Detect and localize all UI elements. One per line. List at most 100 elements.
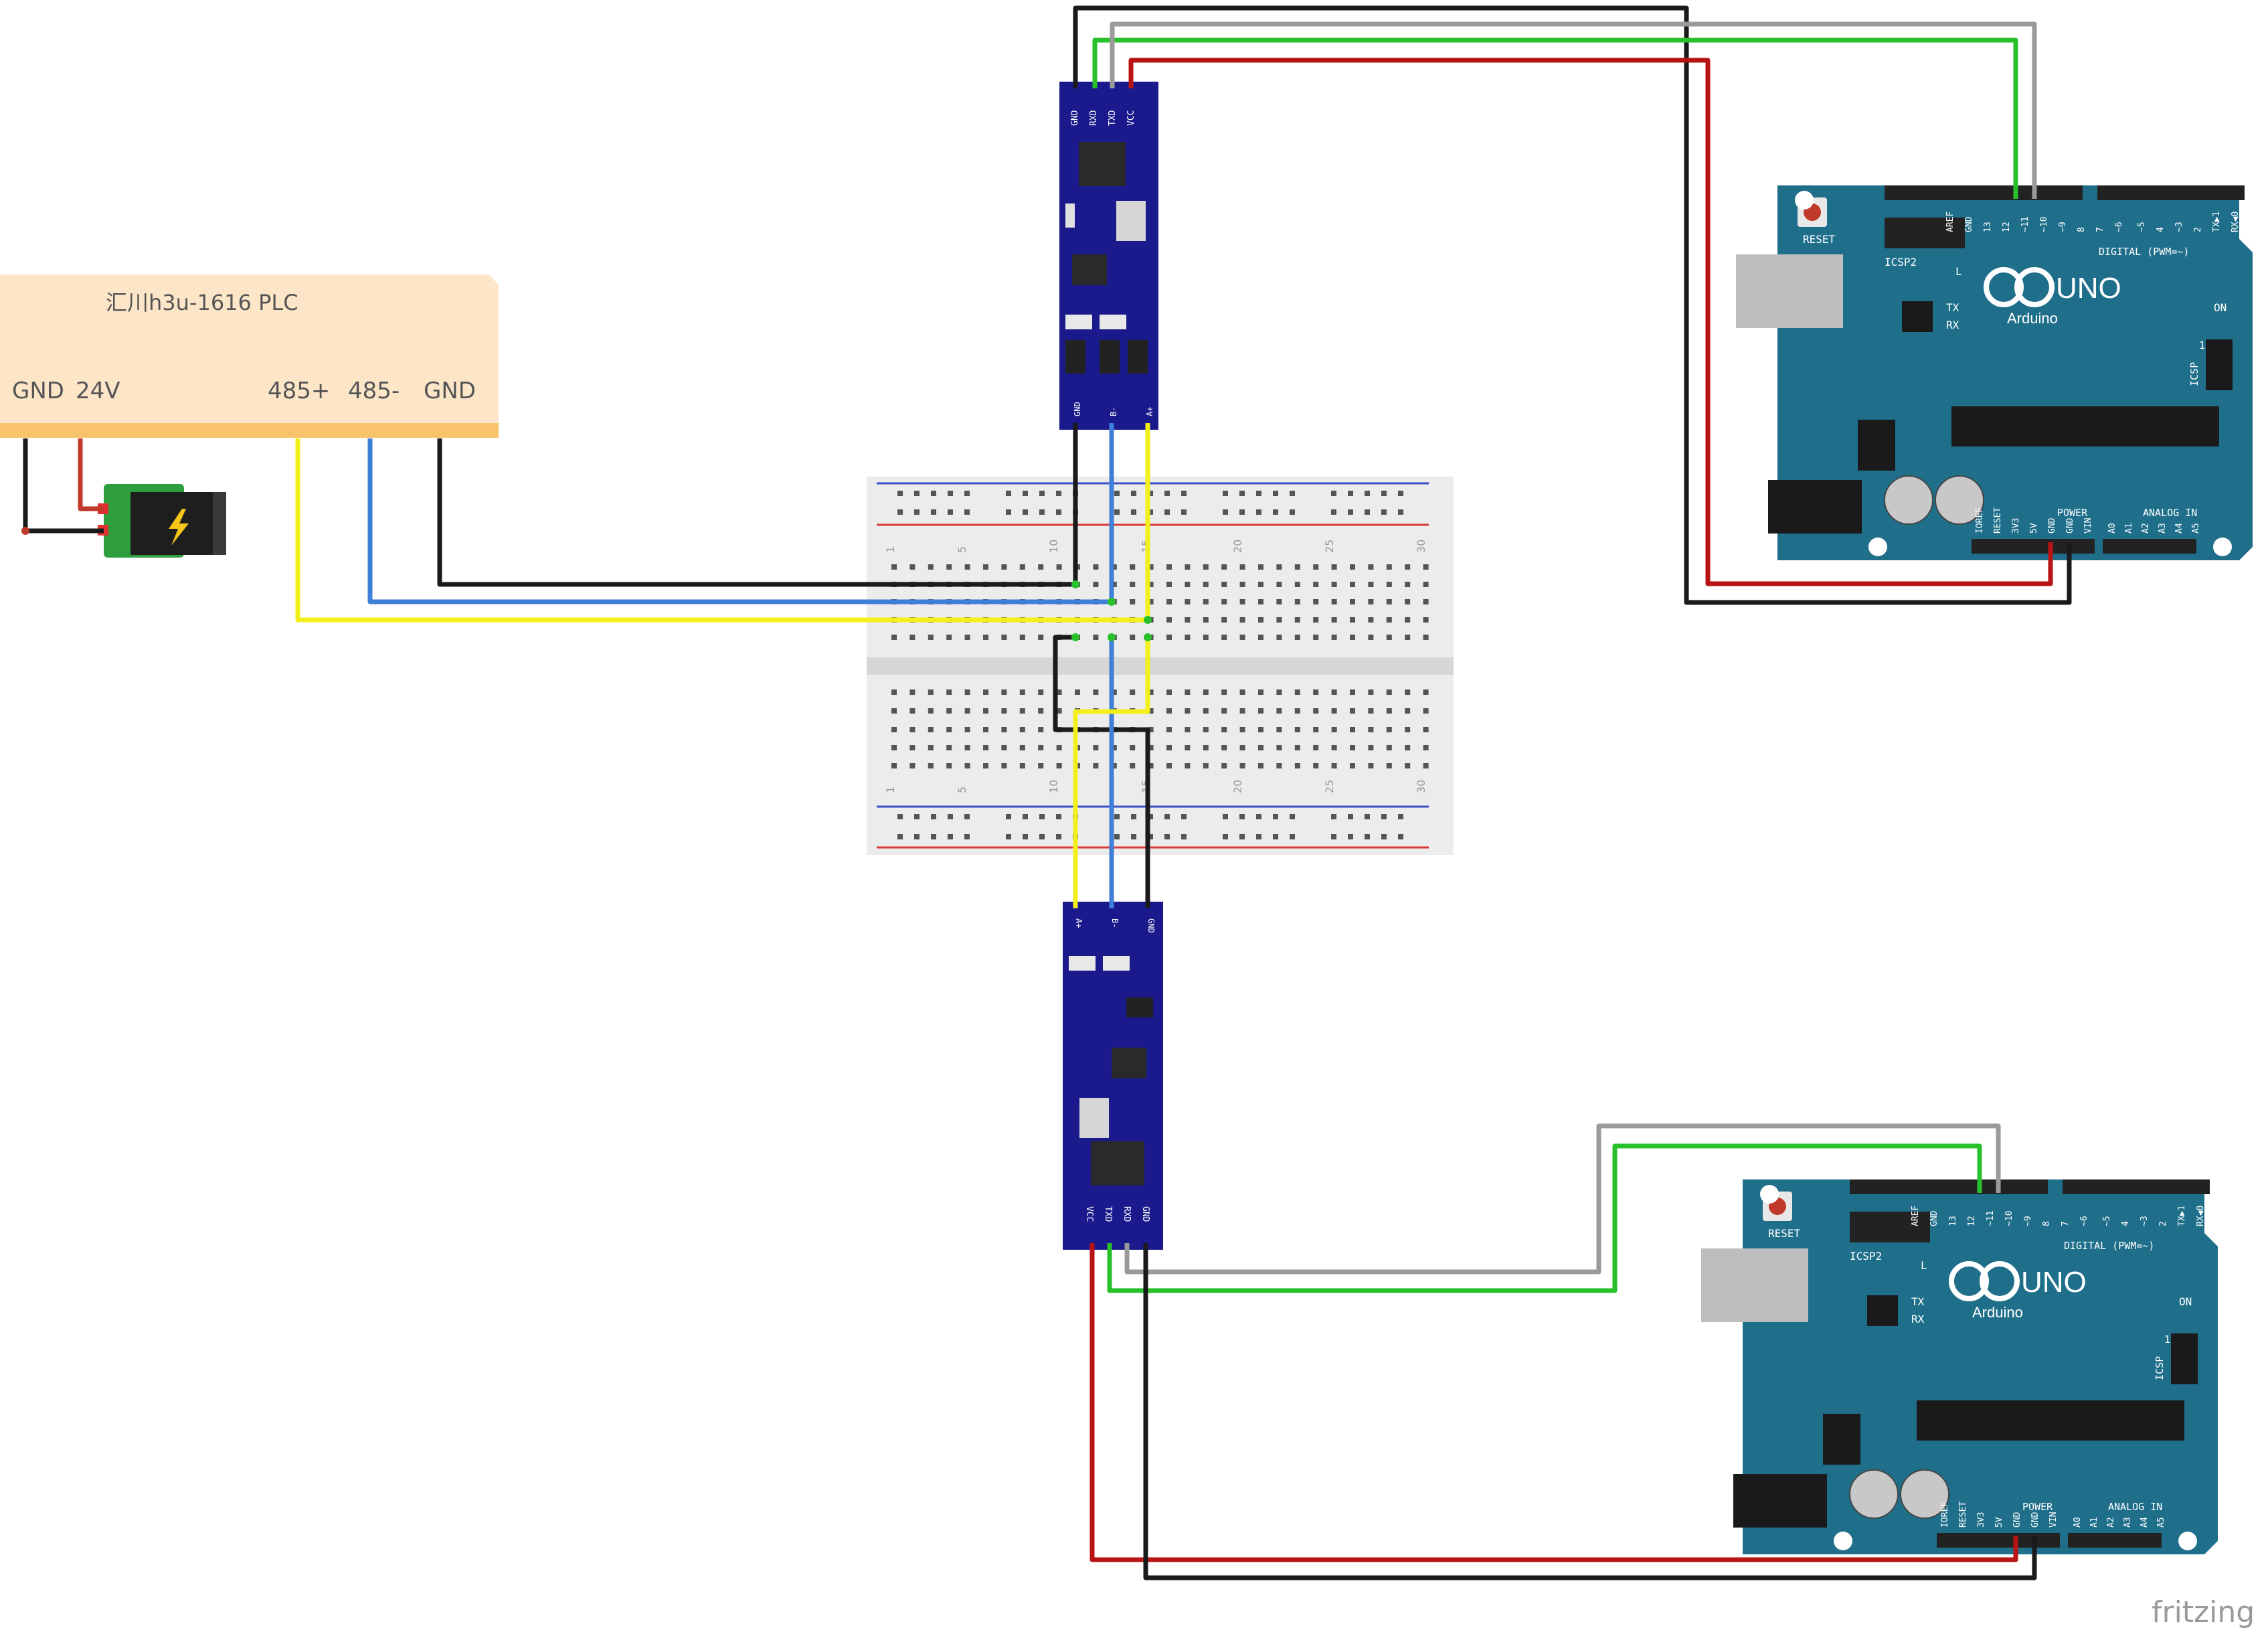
arduino-bottom-uno-logo: UNO (2021, 1266, 2087, 1299)
breadboard-hole (1258, 745, 1263, 750)
rs485-top-pin-rxd: RXD (1089, 110, 1099, 126)
breadboard-holes (891, 491, 1429, 839)
breadboard-hole (1019, 727, 1025, 732)
rs485-top-chip-main (1079, 142, 1126, 186)
breadboard-hole (946, 763, 952, 768)
breadboard-hole (1166, 564, 1172, 570)
arduino-top-digital-pin-label-r-2: ~3 (2174, 222, 2184, 232)
breadboard-rail-hole (1290, 509, 1295, 515)
arduino-top-icsp-label: ICSP (2188, 362, 2200, 386)
breadboard-rail-hole (948, 834, 953, 839)
breadboard-rail-hole (1023, 509, 1028, 515)
plc-label-24v: 24V (76, 378, 120, 404)
rs485-top-pin-gnd: GND (1070, 110, 1080, 126)
arduino-uno-top: RESET ICSP2 DIGITAL (PWM=~) L TX RX UNO … (1736, 185, 2253, 560)
breadboard-rail-hole (1164, 814, 1170, 819)
arduino-top-digital-pin-label-2: 13 (1983, 222, 1993, 232)
breadboard-rail-hole (1381, 814, 1387, 819)
breadboard-rail-hole (1239, 491, 1245, 496)
breadboard-hole (1001, 763, 1007, 768)
breadboard-hole (1056, 745, 1062, 750)
breadboard-rail-hole (1273, 491, 1278, 496)
arduino-top-logo-left-icon (1984, 267, 2024, 307)
breadboard-hole (891, 763, 897, 768)
breadboard-hole (1294, 582, 1300, 587)
breadboard-rail-hole (1039, 491, 1045, 496)
breadboard-hole (1239, 599, 1245, 604)
breadboard-col-5: 5 (956, 546, 968, 553)
wire-plc-485-plus-to-breadboard (295, 438, 1148, 623)
breadboard-rail-hole (1331, 834, 1336, 839)
breadboard-rail-hole (1290, 491, 1295, 496)
breadboard-hole (1423, 564, 1429, 570)
breadboard-hole (1093, 763, 1099, 768)
breadboard-rail-hole (1365, 834, 1370, 839)
breadboard-rail-hole (1239, 834, 1245, 839)
breadboard-hole (983, 745, 988, 750)
rs485-bottom-chip-main (1091, 1141, 1144, 1186)
breadboard-hole (1405, 635, 1411, 640)
breadboard-hole (1313, 617, 1319, 623)
arduino-bottom-power-label: POWER (2022, 1501, 2053, 1513)
breadboard-rail-hole (1398, 834, 1403, 839)
breadboard-rail-hole (1039, 814, 1045, 819)
breadboard-hole (1258, 727, 1263, 732)
breadboard-rail-hole (1381, 509, 1387, 515)
breadboard-hole (964, 564, 970, 570)
arduino-top-usb-port (1736, 254, 1843, 328)
breadboard-hole (1239, 708, 1245, 714)
breadboard-hole (1350, 617, 1355, 623)
breadboard-hole (1405, 582, 1411, 587)
breadboard-rail-hole (1223, 814, 1228, 819)
breadboard-hole (1239, 617, 1245, 623)
arduino-bottom-analog-pin-label-3: A3 (2123, 1517, 2133, 1528)
breadboard-hole (1423, 727, 1429, 732)
arduino-bottom-analog-pin-label-2: A2 (2106, 1517, 2116, 1528)
arduino-top-icsp-header (2206, 339, 2233, 390)
breadboard-hole (1386, 635, 1392, 640)
breadboard-rail-hole (1348, 509, 1353, 515)
arduino-top-analog-pin-label-4: A4 (2174, 523, 2184, 534)
breadboard-hole (1056, 763, 1062, 768)
arduino-top-digital-pin-label-5: ~10 (2039, 217, 2049, 232)
arduino-bottom-led-rx: RX (1911, 1313, 1925, 1325)
breadboard-hole (1423, 708, 1429, 714)
breadboard-hole (1368, 564, 1374, 570)
plc-label-485-minus: 485- (348, 378, 400, 404)
breadboard-hole (1185, 582, 1191, 587)
breadboard-hole (983, 763, 988, 768)
breadboard-hole (1038, 745, 1044, 750)
plc-label-gnd-left: GND (12, 378, 64, 404)
breadboard-hole (1423, 599, 1429, 604)
breadboard-hole (1405, 617, 1411, 623)
arduino-top-icsp-one: 1 (2199, 339, 2205, 351)
breadboard-rail-hole (1331, 814, 1336, 819)
breadboard-rail-hole (1148, 814, 1153, 819)
breadboard-hole (1350, 708, 1355, 714)
breadboard-hole (1331, 708, 1337, 714)
breadboard-hole (1148, 689, 1154, 695)
arduino-top-power-pin-label-4: GND (2047, 517, 2057, 534)
breadboard-hole (1405, 727, 1411, 732)
breadboard-hole (1166, 727, 1172, 732)
breadboard-rail-hole (1273, 509, 1278, 515)
rs485-top-pin-bottom-gnd: GND (1073, 402, 1082, 416)
breadboard-rail-hole (1290, 834, 1295, 839)
breadboard-rail-hole (1256, 834, 1261, 839)
breadboard-center-channel (867, 657, 1454, 675)
breadboard-hole (1386, 708, 1392, 714)
breadboard-rail-hole (1023, 834, 1028, 839)
arduino-bottom-capacitor-2 (1900, 1469, 1949, 1519)
arduino-top-digital-pin-label-r-4: TX▶1 (2212, 212, 2222, 232)
breadboard-hole (1111, 689, 1117, 695)
breadboard-rail-hole (897, 509, 903, 515)
breadboard-hole (1166, 599, 1172, 604)
breadboard-rail-hole (1273, 834, 1278, 839)
breadboard-hole (1350, 635, 1355, 640)
breadboard-rail-hole (897, 834, 903, 839)
arduino-top-analog-pin-label-3: A3 (2158, 523, 2168, 534)
breadboard-hole (1368, 582, 1374, 587)
breadboard-rail-hole (1348, 834, 1353, 839)
breadboard-hole (909, 635, 915, 640)
